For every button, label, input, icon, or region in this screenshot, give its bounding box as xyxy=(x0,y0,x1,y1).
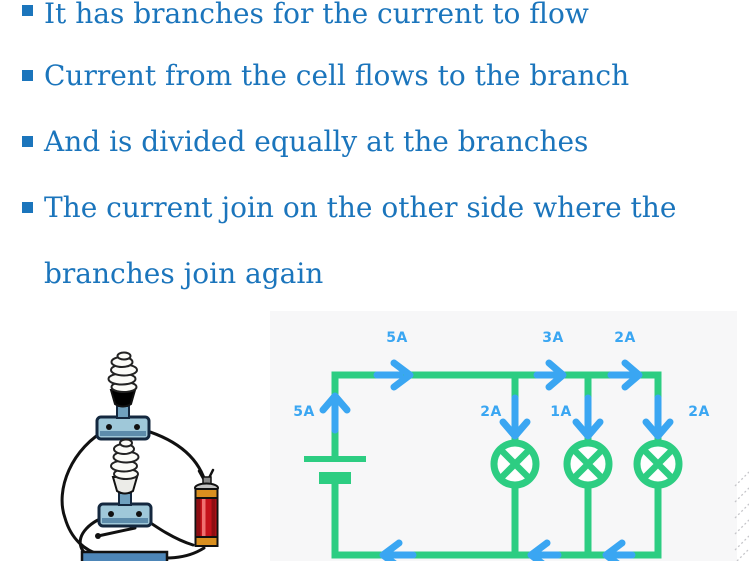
current-arrows xyxy=(319,359,674,561)
circuit-diagram-panel: 5A 3A 2A 5A 2A 1A 2A xyxy=(270,311,737,561)
bullet-square-icon xyxy=(22,70,33,81)
arrow-left-bottom1 xyxy=(379,539,417,561)
current-label-branch3: 2A xyxy=(688,404,710,420)
bullet-text: The current join on the other side where… xyxy=(44,191,677,224)
arrow-right-after-branch1 xyxy=(533,359,567,391)
cfl-spiral-icon xyxy=(110,438,140,480)
bulbs-battery-illustration xyxy=(55,338,255,561)
holder-terminal-left xyxy=(108,511,114,517)
holder-terminal-right xyxy=(136,511,142,517)
arrow-left-bottom3 xyxy=(602,539,636,561)
arrow-right-main xyxy=(373,359,414,391)
bulb-base-cup xyxy=(111,476,139,495)
lamp-icon-3 xyxy=(633,439,683,489)
arrow-right-after-branch2 xyxy=(607,359,643,391)
arrow-down-branch3 xyxy=(642,394,674,440)
battery-symbol xyxy=(304,456,366,484)
current-label-branch1: 2A xyxy=(480,404,502,420)
holder-terminal-right xyxy=(134,424,140,430)
bullet-square-icon xyxy=(22,5,33,16)
bullet-square-icon xyxy=(22,136,33,147)
cfl-spiral-icon xyxy=(107,351,138,393)
bullet-text: Current from the cell flows to the branc… xyxy=(44,59,630,92)
arrow-up-source xyxy=(319,392,351,434)
arrow-down-branch1 xyxy=(499,394,531,440)
bulbs-battery-clipart-svg xyxy=(60,351,219,561)
holder-shadow xyxy=(102,518,148,523)
bullet-text: branches join again xyxy=(44,257,324,290)
red-battery xyxy=(194,468,219,547)
base-plate xyxy=(80,550,169,561)
battery-body-shade2 xyxy=(211,499,216,536)
current-label-source-out: 5A xyxy=(293,404,315,420)
battery-body-shade xyxy=(197,499,201,536)
bullet-text: And is divided equally at the branches xyxy=(44,125,589,158)
current-label-branch2: 1A xyxy=(550,404,572,420)
lower-bulb-unit xyxy=(97,438,153,528)
lamp-icon-2 xyxy=(563,439,613,489)
battery-body-highlight xyxy=(202,499,206,536)
bulb-base-cup xyxy=(109,389,137,408)
holder-shadow xyxy=(100,431,146,436)
arrow-down-branch2 xyxy=(572,394,604,440)
battery-bottom-band xyxy=(194,536,219,547)
bulb-stem xyxy=(118,492,132,506)
upper-bulb-unit xyxy=(95,351,151,441)
corner-hatch-decoration xyxy=(734,471,749,561)
current-label-top-main: 5A xyxy=(386,330,408,346)
battery-top-band xyxy=(194,488,219,499)
bulb-stem xyxy=(116,405,130,419)
arrow-left-bottom2 xyxy=(527,539,562,561)
lamp-icon-1 xyxy=(490,439,540,489)
parallel-circuit-svg xyxy=(304,359,683,561)
current-label-top-2a: 2A xyxy=(614,330,636,346)
bullet-square-icon xyxy=(22,202,33,213)
current-label-top-3a: 3A xyxy=(542,330,564,346)
lamp-symbols xyxy=(490,439,683,489)
holder-terminal-left xyxy=(106,424,112,430)
bullet-text: It has branches for the current to flow xyxy=(44,0,589,30)
wire-junction-dot xyxy=(95,533,101,539)
